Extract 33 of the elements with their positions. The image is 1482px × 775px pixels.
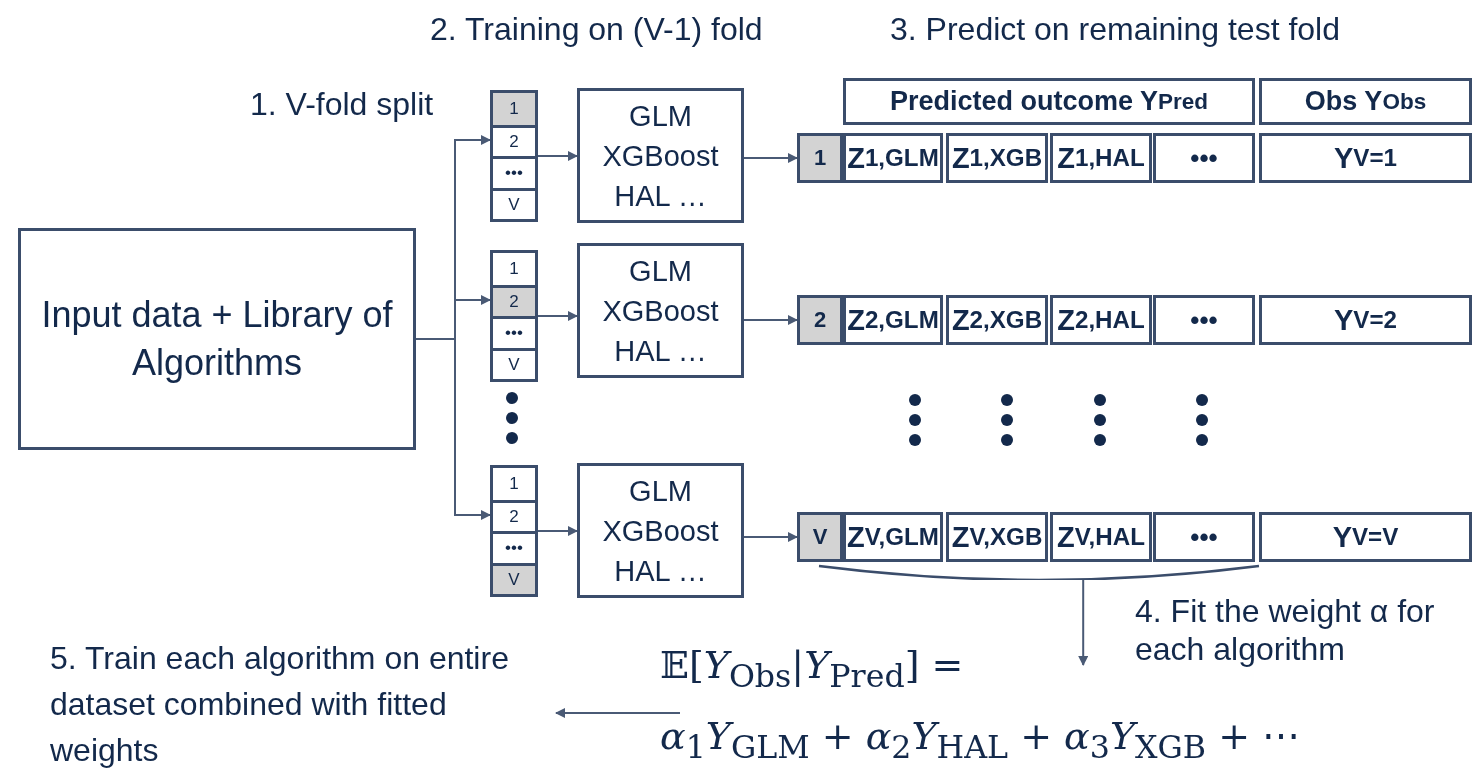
fold-cell: 2 <box>493 284 535 316</box>
step-text: 5. Train each algorithm on entire dataset combined with fitted weights <box>50 632 550 775</box>
input-box: Input data + Library of Algorithms <box>18 228 416 450</box>
ellipsis-cell: ••• <box>1153 512 1255 562</box>
step-label: 3. Predict on remaining test fold <box>890 10 1341 48</box>
ellipsis-cell: ••• <box>1153 133 1255 183</box>
fold-stack <box>490 90 538 222</box>
fold-cell: V <box>493 562 535 594</box>
arrow <box>537 311 578 321</box>
algorithm-box: GLM XGBoost HAL … <box>577 243 744 378</box>
ellipsis-cell: ••• <box>1153 295 1255 345</box>
formula-line: α$_{1}$Y$_{GLM}$ + α$_{2}$Y$_{HAL}$ + α$_{3}$Y$_{XGB}$ + ⋯ <box>660 712 1301 767</box>
bracket <box>818 564 1260 580</box>
arrow <box>537 526 578 536</box>
step-label: 4. Fit the weight α for each algorithm <box>1135 592 1436 668</box>
arrow <box>743 532 798 542</box>
arrow <box>555 708 681 718</box>
algorithm-box: GLM XGBoost HAL … <box>577 88 744 223</box>
arrow <box>743 315 798 325</box>
fold-stack <box>490 250 538 382</box>
fold-number-cell: 2 <box>797 295 843 345</box>
fold-number-cell: 1 <box>797 133 843 183</box>
algorithm-box: GLM XGBoost HAL … <box>577 463 744 598</box>
step-label: 1. V-fold split <box>250 85 435 123</box>
fold-stack <box>490 465 538 597</box>
step-label: 2. Training on (V-1) fold <box>430 10 764 48</box>
fold-cell: 1 <box>493 93 535 125</box>
fold-number-cell: V <box>797 512 843 562</box>
arrow <box>1078 579 1089 666</box>
arrow <box>537 151 578 161</box>
arrow <box>743 153 798 163</box>
formula-line: 𝔼[Y$_{Obs}$|Y$_{Pred}$] = <box>660 642 964 696</box>
arrow <box>415 338 491 520</box>
